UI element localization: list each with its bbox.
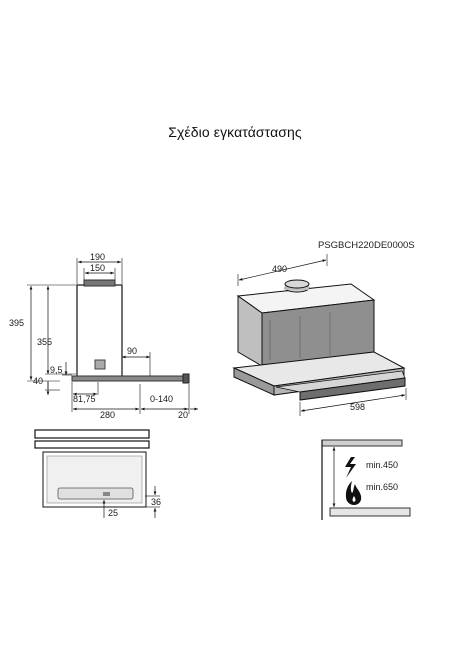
dim-81-75: 81,75 <box>73 394 96 404</box>
dim-598: 598 <box>350 402 365 412</box>
clearance-view <box>321 439 411 520</box>
dim-25: 25 <box>108 508 118 518</box>
dim-36: 36 <box>151 497 161 507</box>
dim-490: 490 <box>272 264 287 274</box>
gas-flame-icon <box>345 481 362 505</box>
electric-hob-icon <box>345 457 356 478</box>
model-code: PSGBCH220DE0000S <box>318 240 415 251</box>
dim-20: 20 <box>178 410 188 420</box>
isometric-view <box>232 254 407 416</box>
dim-40: 40 <box>33 376 43 386</box>
dim-0-140: 0-140 <box>150 394 173 404</box>
dim-280: 280 <box>100 410 115 420</box>
side-view <box>27 258 198 414</box>
page-title: Σχέδιο εγκατάστασης <box>168 124 302 140</box>
dim-190: 190 <box>90 252 105 262</box>
dim-355: 355 <box>37 337 52 347</box>
min-650-label: min.650 <box>366 482 398 492</box>
dim-150: 150 <box>90 263 105 273</box>
dim-9-5: 9,5 <box>50 365 63 375</box>
dim-90: 90 <box>127 346 137 356</box>
dim-395: 395 <box>9 318 24 328</box>
min-450-label: min.450 <box>366 460 398 470</box>
front-view <box>34 429 160 518</box>
